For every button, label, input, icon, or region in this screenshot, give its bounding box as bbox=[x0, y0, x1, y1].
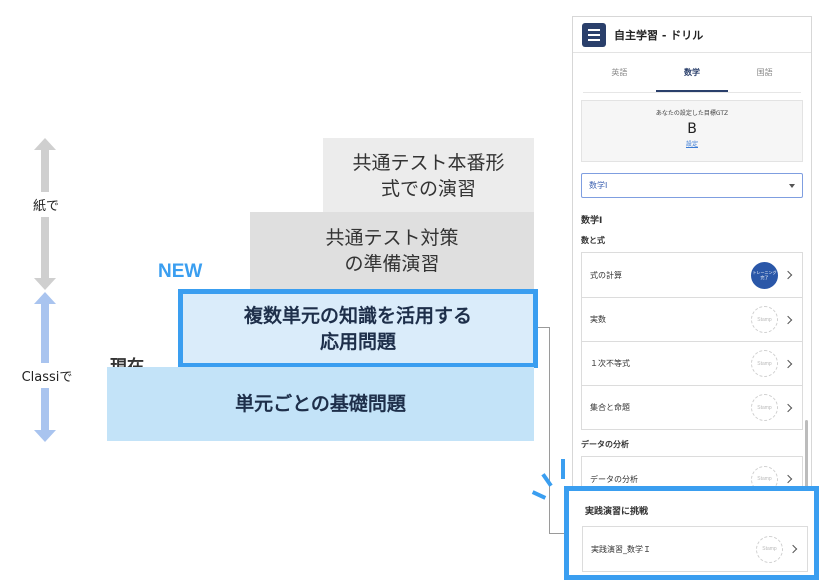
emphasis-mark bbox=[561, 459, 565, 479]
subject-select[interactable]: 数学I bbox=[581, 173, 803, 198]
connector-line bbox=[549, 327, 550, 534]
chevron-right-icon bbox=[789, 544, 799, 554]
chevron-right-icon bbox=[784, 474, 794, 484]
scrollbar[interactable] bbox=[805, 420, 808, 488]
pyramid-step-applied: 複数単元の知識を活用する 応用問題 bbox=[178, 289, 538, 368]
group-title: データの分析 bbox=[581, 440, 629, 449]
emphasis-mark bbox=[541, 473, 553, 487]
page-title: 自主学習 - ドリル bbox=[614, 28, 704, 42]
new-tag: NEW bbox=[158, 261, 203, 282]
goal-caption: あなたの設定した目標GTZ bbox=[655, 110, 729, 117]
step-top-text: 共通テスト本番形 式での演習 bbox=[352, 152, 505, 200]
menu-icon[interactable] bbox=[582, 22, 606, 47]
paper-label: 紙で bbox=[30, 192, 62, 217]
tab-english[interactable]: 英語 bbox=[611, 68, 628, 77]
chevron-right-icon bbox=[784, 359, 794, 369]
list-item[interactable]: 集合と命題 Stamp bbox=[582, 385, 802, 429]
drill-screen: 自主学習 - ドリル 英語 数学 国語 あなたの設定した目標GTZ B 設定 数… bbox=[572, 16, 812, 576]
group-title: 数と式 bbox=[581, 236, 605, 245]
stamp-icon: Stamp bbox=[751, 306, 778, 333]
goal-settings-link[interactable]: 設定 bbox=[685, 141, 698, 148]
list-item-label: データの分析 bbox=[590, 474, 638, 484]
practice-item[interactable]: 実践演習_数学Ｉ Stamp bbox=[582, 526, 808, 572]
goal-card: あなたの設定した目標GTZ B 設定 bbox=[581, 100, 803, 162]
classi-label: Classiで bbox=[10, 363, 84, 388]
practice-title: 実践演習に挑戦 bbox=[585, 507, 649, 517]
stamp-icon: Stamp bbox=[751, 350, 778, 377]
chevron-right-icon bbox=[784, 315, 794, 325]
pyramid-step-exam-format: 共通テスト本番形 式での演習 bbox=[323, 138, 534, 214]
stamp-icon: Stamp bbox=[756, 535, 783, 563]
list-item-label: １次不等式 bbox=[590, 359, 630, 368]
practice-item-label: 実践演習_数学Ｉ bbox=[591, 544, 651, 554]
list-item-label: 式の計算 bbox=[590, 270, 622, 280]
step-base-text: 単元ごとの基礎問題 bbox=[235, 393, 406, 415]
list-item[interactable]: １次不等式 Stamp bbox=[582, 341, 802, 385]
practice-highlight: 実践演習に挑戦 実践演習_数学Ｉ Stamp bbox=[564, 486, 819, 580]
connector-line bbox=[549, 533, 565, 534]
stamp-icon: Stamp bbox=[751, 394, 778, 421]
chevron-down-icon bbox=[789, 183, 795, 188]
chevron-right-icon bbox=[784, 270, 794, 280]
list-item[interactable]: 式の計算 トレーニング完了 bbox=[582, 253, 802, 297]
pyramid-step-preparation: 共通テスト対策 の準備演習 bbox=[250, 212, 534, 290]
list-item[interactable]: 実数 Stamp bbox=[582, 297, 802, 341]
section-title: 数学I bbox=[581, 216, 603, 226]
pyramid-step-basic: 単元ごとの基礎問題 bbox=[107, 367, 534, 441]
tab-math[interactable]: 数学 bbox=[655, 61, 729, 92]
step-new-text: 複数単元の知識を活用する 応用問題 bbox=[243, 304, 472, 353]
list-item-label: 集合と命題 bbox=[590, 403, 630, 412]
chevron-right-icon bbox=[784, 403, 794, 413]
step-mid-text: 共通テスト対策 の準備演習 bbox=[325, 227, 459, 275]
tab-japanese[interactable]: 国語 bbox=[756, 68, 773, 77]
app-header: 自主学習 - ドリル bbox=[573, 17, 811, 53]
connector-line bbox=[538, 327, 550, 328]
goal-value: B bbox=[687, 121, 697, 137]
completed-stamp-icon: トレーニング完了 bbox=[751, 261, 778, 289]
subject-select-value: 数学I bbox=[589, 181, 608, 190]
emphasis-mark bbox=[531, 490, 547, 500]
list-item-label: 実数 bbox=[590, 315, 606, 324]
subject-tabs: 英語 数学 国語 bbox=[583, 61, 801, 93]
drill-list: 式の計算 トレーニング完了 実数 Stamp １次不等式 Stamp 集合と命題… bbox=[581, 252, 803, 430]
